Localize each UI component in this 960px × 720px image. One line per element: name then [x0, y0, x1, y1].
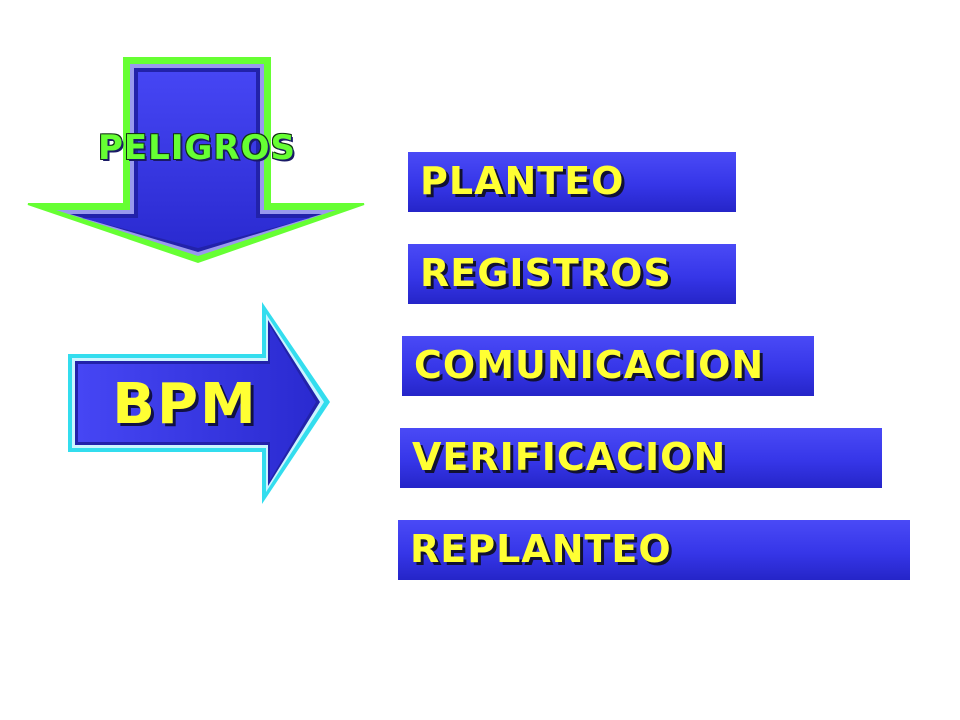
step-label-planteo: PLANTEO [420, 159, 625, 203]
step-label-verificacion: VERIFICACION [412, 435, 727, 479]
step-label-replanteo: REPLANTEO [410, 527, 672, 571]
step-box-comunicacion: COMUNICACION [402, 336, 814, 396]
bpm-arrow-shape [68, 302, 330, 504]
step-box-registros: REGISTROS [408, 244, 736, 304]
step-box-replanteo: REPLANTEO [398, 520, 910, 580]
step-label-registros: REGISTROS [420, 251, 672, 295]
step-box-verificacion: VERIFICACION [400, 428, 882, 488]
hazard-arrow-shape [27, 57, 365, 264]
step-box-planteo: PLANTEO [408, 152, 736, 212]
hazard-arrow-label: PELIGROS [98, 128, 296, 168]
step-label-comunicacion: COMUNICACION [414, 343, 765, 387]
bpm-arrow-label: BPM [112, 372, 258, 437]
